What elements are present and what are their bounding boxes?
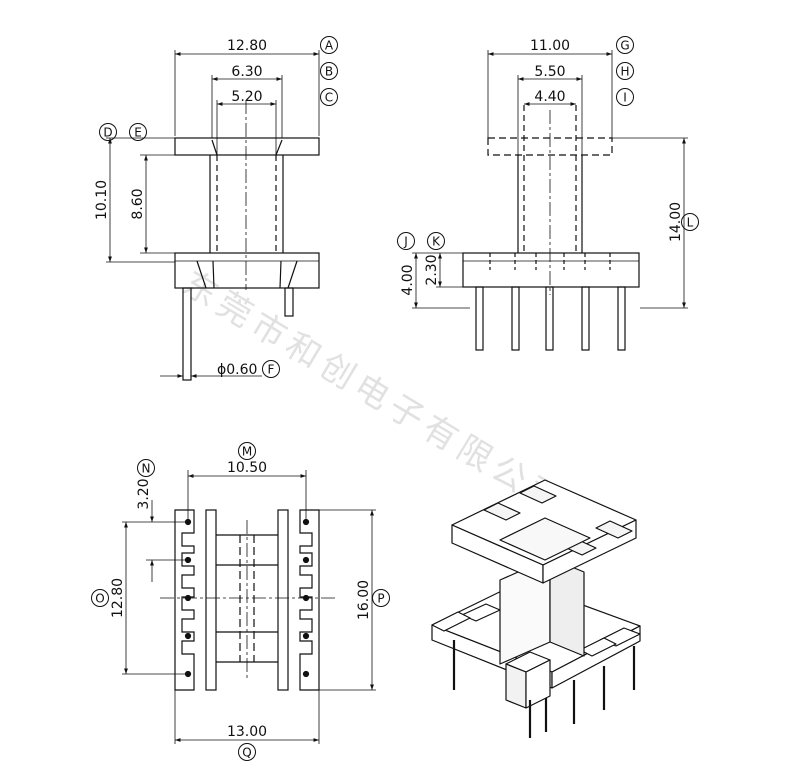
svg-text:E: E	[134, 126, 142, 140]
dim-j-value: 4.00	[400, 264, 416, 295]
dim-n-value: 3.20	[136, 478, 152, 509]
dim-f-value: ϕ0.60	[217, 362, 257, 378]
callout-f: F	[262, 360, 280, 378]
dim-b-value: 6.30	[231, 64, 262, 80]
svg-text:L: L	[687, 216, 694, 230]
svg-text:I: I	[623, 91, 627, 105]
dim-h-value: 5.50	[534, 64, 565, 80]
svg-text:D: D	[103, 126, 112, 140]
svg-text:P: P	[377, 592, 384, 606]
dim-o-value: 12.80	[110, 578, 126, 618]
callout-g: G	[616, 36, 634, 54]
bottom-callouts: M N O P Q	[91, 442, 390, 761]
isometric-view	[431, 479, 641, 738]
callout-p: P	[372, 589, 390, 607]
front-dimension-labels: 12.80 6.30 5.20 10.10 8.60 ϕ0.60	[94, 38, 267, 378]
callout-h: H	[616, 62, 634, 80]
svg-text:F: F	[268, 363, 275, 377]
side-callouts: G H I J K L	[397, 36, 699, 250]
callout-j: J	[397, 232, 415, 250]
watermark-text: 东莞市和创电子有限公司	[175, 263, 573, 524]
side-view	[412, 50, 688, 351]
svg-text:M: M	[242, 445, 252, 459]
svg-text:Q: Q	[242, 746, 251, 760]
callout-e: E	[129, 123, 147, 141]
callout-q: Q	[238, 743, 256, 761]
front-callouts: A B C D E F	[99, 36, 338, 378]
svg-text:K: K	[432, 235, 441, 249]
callout-i: I	[616, 88, 634, 106]
dim-c-value: 5.20	[231, 89, 262, 105]
callout-m: M	[238, 442, 256, 460]
svg-text:B: B	[325, 65, 333, 79]
bottom-dimension-labels: 10.50 3.20 12.80 16.00 13.00	[110, 460, 372, 740]
dim-g-value: 11.00	[530, 38, 570, 54]
dim-k-value: 2.30	[424, 254, 440, 285]
svg-text:O: O	[95, 592, 104, 606]
dim-q-value: 13.00	[227, 724, 267, 740]
svg-text:A: A	[325, 39, 334, 53]
callout-c: C	[320, 88, 338, 106]
svg-text:H: H	[620, 65, 629, 79]
svg-text:G: G	[620, 39, 629, 53]
callout-o: O	[91, 589, 109, 607]
dim-a-value: 12.80	[227, 38, 267, 54]
front-view	[106, 50, 320, 381]
dim-e-value: 8.60	[130, 188, 146, 219]
callout-a: A	[320, 36, 338, 54]
svg-text:C: C	[325, 91, 333, 105]
callout-k: K	[427, 232, 445, 250]
dim-d-value: 10.10	[94, 180, 110, 220]
dim-l-value: 14.00	[668, 202, 684, 242]
dim-i-value: 4.40	[534, 89, 565, 105]
dim-p-value: 16.00	[356, 580, 372, 620]
dim-m-value: 10.50	[227, 460, 267, 476]
callout-d: D	[99, 123, 117, 141]
bottom-view	[122, 470, 376, 744]
callout-l: L	[681, 213, 699, 231]
svg-text:J: J	[403, 235, 408, 249]
callout-b: B	[320, 62, 338, 80]
side-dimension-labels: 11.00 5.50 4.40 4.00 2.30 14.00	[400, 38, 684, 296]
svg-text:N: N	[142, 462, 151, 476]
callout-n: N	[137, 459, 155, 477]
